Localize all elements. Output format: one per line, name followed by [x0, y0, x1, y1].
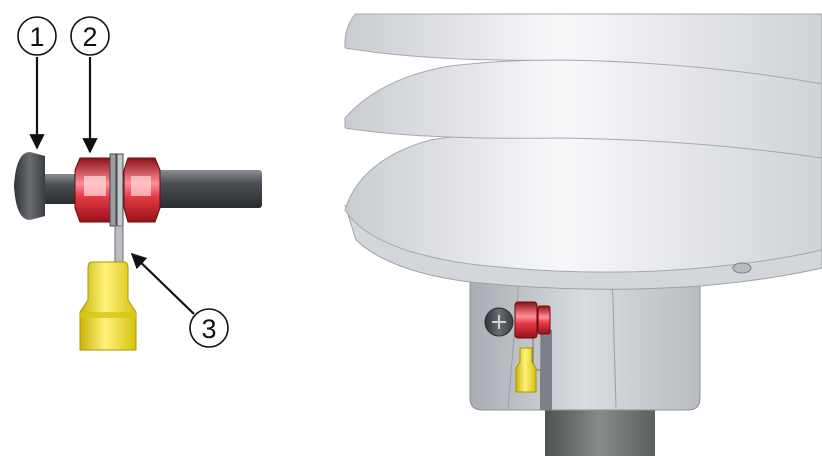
yellow-terminal — [79, 261, 137, 351]
nut-2-highlight — [84, 176, 106, 196]
installed-nut-2 — [537, 305, 551, 335]
cable-strip — [114, 225, 124, 263]
shield-plate-2 — [344, 58, 822, 159]
washer-1 — [109, 153, 117, 227]
callout-2-label: 2 — [82, 22, 97, 52]
installed-yellow-terminal — [515, 347, 537, 393]
washer-2 — [116, 153, 124, 227]
callout-1-circle — [17, 16, 57, 56]
housing-slot — [540, 330, 552, 410]
installed-view — [344, 13, 822, 456]
callout-3-circle — [189, 308, 229, 348]
terminal-band — [80, 312, 136, 318]
screw-shank — [45, 174, 75, 204]
installed-nut — [514, 301, 538, 339]
callout-2-circle — [70, 16, 110, 56]
screw-head — [14, 152, 45, 220]
exploded-detail: 1 2 3 — [14, 16, 262, 351]
threaded-rod — [150, 170, 262, 208]
shield-plate-1 — [344, 13, 822, 85]
base-bolt — [732, 262, 752, 274]
callout-3-label: 3 — [201, 314, 216, 344]
shield-plate-3 — [344, 130, 822, 273]
callout-3-arrow — [130, 252, 195, 315]
nut-3-highlight — [131, 176, 151, 196]
callout-1-label: 1 — [29, 22, 44, 52]
